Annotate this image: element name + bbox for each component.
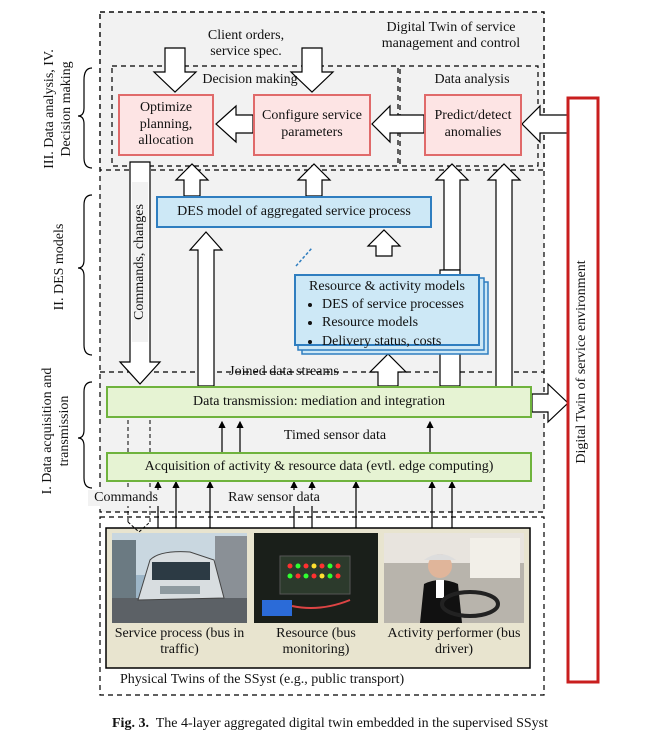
commands-label: Commands	[88, 490, 164, 507]
side-label-layer1: I. Data acquisition and transmission	[40, 367, 72, 495]
physical-twins-label: Physical Twins of the SSyst (e.g., publi…	[120, 672, 405, 687]
photo3-caption: Activity performer (bus driver)	[387, 626, 521, 658]
resource-models-title: Resource & activity models	[309, 279, 465, 294]
photo-bus-monitoring	[254, 533, 378, 623]
resource-models-list: DES of service processes Resource models…	[304, 296, 470, 351]
resource-models-item: Delivery status, costs	[322, 333, 470, 351]
configure-box: Configure service parameters	[253, 94, 371, 156]
resource-models-item: DES of service processes	[322, 296, 470, 314]
client-orders-label: Client orders, service spec.	[207, 28, 285, 60]
data-analysis-label: Data analysis	[434, 72, 510, 87]
decision-making-label: Decision making	[202, 72, 298, 87]
figure-caption-text: The 4-layer aggregated digital twin embe…	[155, 716, 548, 731]
predict-box: Predict/detect anomalies	[424, 94, 522, 156]
commands-changes-label: Commands, changes	[132, 182, 148, 342]
photo1-caption: Service process (bus in traffic)	[114, 626, 245, 658]
environment-twin-box	[566, 96, 600, 684]
photo2-caption: Resource (bus monitoring)	[276, 626, 356, 658]
frame-layer34	[99, 11, 545, 171]
acquisition-box: Acquisition of activity & resource data …	[106, 452, 532, 482]
figure-caption: Fig. 3. The 4-layer aggregated digital t…	[40, 716, 620, 732]
resource-models-box: Resource & activity models DES of servic…	[294, 274, 480, 349]
des-model-box: DES model of aggregated service process	[156, 196, 432, 228]
raw-sensor-label: Raw sensor data	[212, 490, 336, 507]
side-label-layer34: III. Data analysis, IV. Decision making	[42, 49, 74, 169]
data-transmission-box: Data transmission: mediation and integra…	[106, 386, 532, 418]
environment-twin-label: Digital Twin of service environment	[574, 260, 589, 464]
joined-streams-label: Joined data streams	[229, 364, 339, 379]
optimize-box: Optimize planning, allocation	[118, 94, 214, 156]
side-label-layer2: II. DES models	[52, 223, 67, 311]
resource-models-item: Resource models	[322, 314, 470, 332]
photo-bus-driver	[384, 533, 524, 623]
figure-caption-prefix: Fig. 3.	[112, 716, 149, 731]
top-title: Digital Twin of service management and c…	[381, 20, 521, 52]
photo-bus-in-traffic	[112, 533, 247, 623]
timed-sensor-label: Timed sensor data	[283, 428, 387, 443]
